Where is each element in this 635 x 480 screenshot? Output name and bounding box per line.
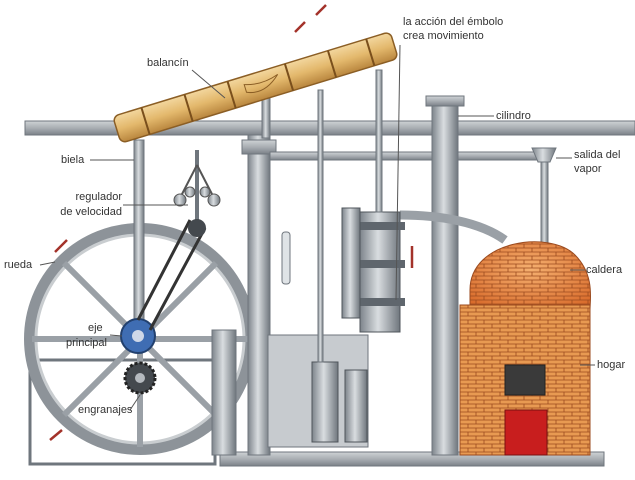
left-column bbox=[247, 134, 271, 456]
speed-governor bbox=[173, 150, 221, 237]
firebox-flame bbox=[504, 409, 548, 456]
firebox-door bbox=[504, 364, 546, 396]
small-tube bbox=[281, 231, 291, 285]
steam-pipe-horizontal bbox=[269, 151, 541, 161]
label-cilindro: cilindro bbox=[496, 110, 531, 122]
main-shaft-gear bbox=[120, 318, 156, 354]
air-pump bbox=[311, 361, 339, 443]
label-engranajes: engranajes bbox=[78, 404, 133, 416]
cylinder-column-cap bbox=[425, 95, 465, 107]
boiler bbox=[469, 241, 592, 311]
label-accion-line1: la acción del émbolo bbox=[403, 16, 504, 28]
label-rueda: rueda bbox=[4, 259, 33, 271]
governor-belt bbox=[136, 219, 207, 331]
label-eje-line1: eje bbox=[88, 322, 103, 334]
walking-beam bbox=[113, 32, 398, 143]
steam-outlet-pipe bbox=[540, 159, 549, 246]
label-balancin: balancín bbox=[147, 57, 189, 69]
boiler-feed-pipe bbox=[399, 210, 508, 244]
label-regulador-line1: regulador bbox=[75, 191, 122, 203]
leader-lines bbox=[39, 44, 595, 411]
column-foot-left bbox=[211, 329, 237, 456]
steam-cylinder bbox=[341, 207, 405, 333]
label-accion-line2: crea movimiento bbox=[403, 30, 484, 42]
piston-rod bbox=[375, 69, 383, 213]
cylinder-column bbox=[431, 99, 459, 456]
label-biela: biela bbox=[61, 154, 85, 166]
steam-outlet-funnel bbox=[531, 147, 557, 163]
label-salida-line1: salida del bbox=[574, 149, 621, 161]
label-regulador-line2: de velocidad bbox=[60, 206, 122, 218]
label-hogar: hogar bbox=[597, 359, 626, 371]
hearth bbox=[459, 304, 591, 456]
pump-rod bbox=[317, 89, 324, 363]
cold-water-pump bbox=[344, 369, 368, 443]
label-caldera: caldera bbox=[586, 264, 623, 276]
motion-arrows bbox=[49, 4, 414, 441]
lower-gear bbox=[123, 361, 157, 395]
column-cap bbox=[241, 139, 277, 155]
label-salida-line2: vapor bbox=[574, 163, 602, 175]
label-eje-line2: principal bbox=[66, 337, 107, 349]
